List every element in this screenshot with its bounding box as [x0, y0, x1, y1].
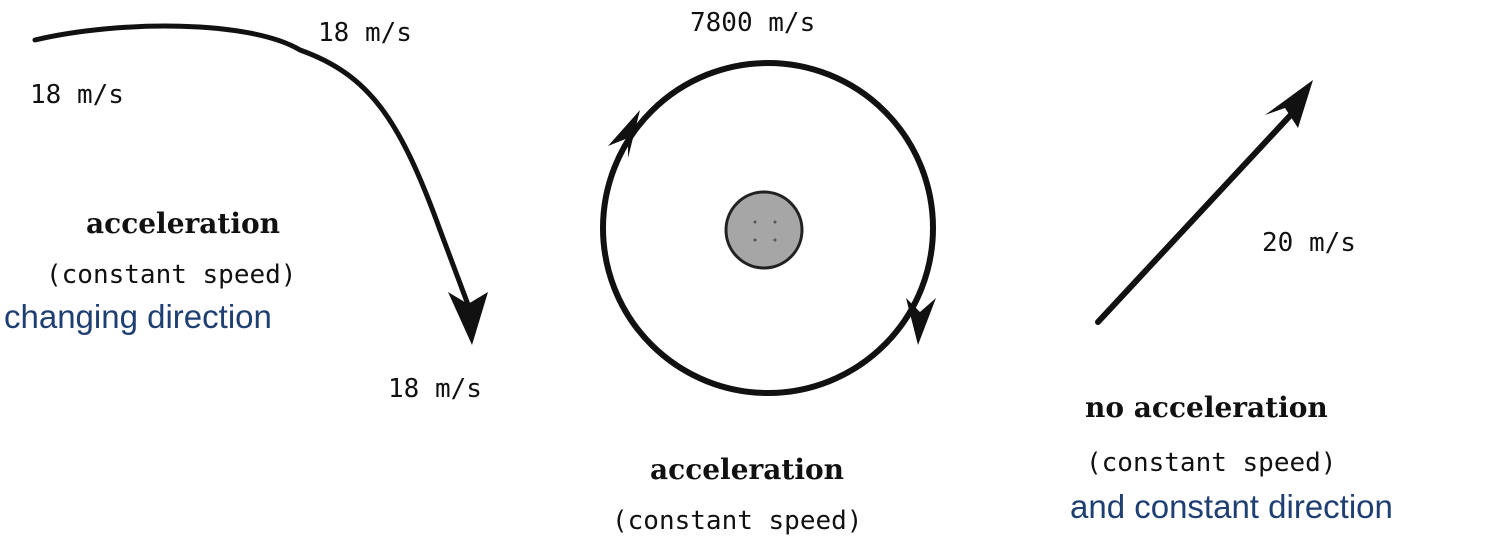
curved-subtitle: (constant speed)	[46, 260, 297, 290]
orbit-subtitle: (constant speed)	[612, 506, 863, 536]
curved-speed-end: 18 m/s	[388, 374, 482, 404]
straight-path-line	[1095, 102, 1303, 325]
curved-title: acceleration	[86, 207, 281, 240]
curved-speed-start: 18 m/s	[30, 80, 124, 110]
orbit-arrowhead-lower	[906, 298, 936, 345]
straight-title: no acceleration	[1085, 391, 1328, 424]
planet-dot	[773, 238, 777, 242]
planet-dot	[753, 220, 757, 224]
orbit-circle	[600, 60, 936, 396]
straight-subtitle: (constant speed)	[1086, 448, 1337, 478]
planet-dot	[773, 220, 777, 224]
curved-path-line	[32, 23, 473, 313]
orbit-title: acceleration	[650, 453, 845, 486]
orbit-arrowhead-upper	[608, 110, 640, 158]
straight-note: and constant direction	[1070, 488, 1393, 525]
straight-path-arrowhead	[1265, 80, 1313, 128]
orbit-speed: 7800 m/s	[690, 8, 816, 38]
straight-speed: 20 m/s	[1262, 228, 1356, 258]
planet	[724, 190, 804, 270]
curved-path-arrowhead	[448, 292, 488, 345]
curved-note: changing direction	[4, 298, 272, 335]
curved-speed-top: 18 m/s	[318, 18, 412, 48]
planet-dot	[753, 238, 757, 242]
